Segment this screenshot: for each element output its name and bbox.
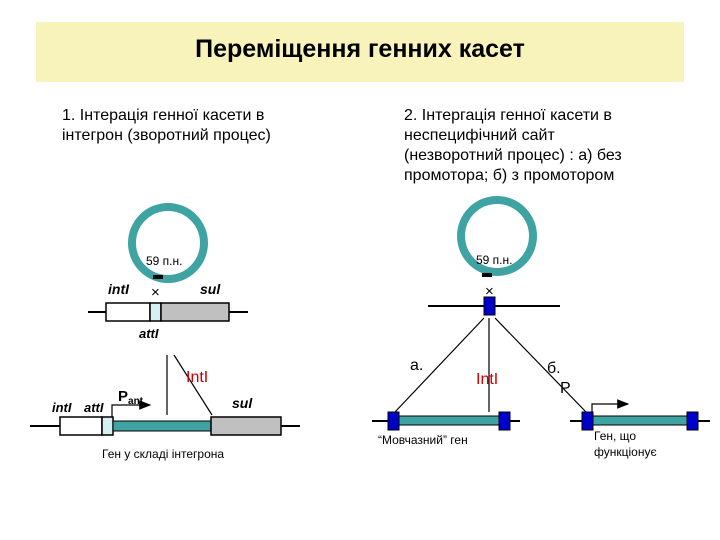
point-1-text: 1. Інтерація генної касети в інтегрон (з… (62, 107, 271, 144)
left-IntI-enzyme: IntI (186, 369, 208, 386)
left-bottom-intI-gene (59, 416, 103, 436)
right-insertion-line-a (394, 317, 485, 413)
left-caption: Ген у складі інтегрона (102, 447, 224, 461)
left-top-intI-gene (105, 302, 151, 322)
left-bottom-attI-label: attI (84, 400, 104, 415)
left-insertion-line-2 (173, 354, 213, 416)
left-cross-mark: × (151, 284, 160, 301)
left-attI-label: attI (139, 326, 159, 341)
left-inserted-cassette (112, 420, 212, 432)
left-intI-label: intI (108, 281, 130, 297)
right-b-label: б. (547, 360, 561, 377)
left-top-attI-site (149, 302, 162, 322)
right-IntI-enzyme: IntI (476, 371, 498, 388)
title-band (36, 22, 684, 82)
left-top-sul-gene (160, 302, 230, 322)
left-59bp-label: 59 п.н. (146, 254, 182, 268)
right-a-label: а. (410, 357, 423, 374)
right-a-blue-site-2 (498, 411, 511, 431)
pant-promoter-arrow (111, 400, 152, 420)
left-circle-site-mark (153, 275, 163, 279)
left-bottom-attI-site (101, 416, 114, 436)
pant-promoter-label: Pant (118, 388, 144, 407)
right-59bp-label: 59 п.н. (476, 253, 512, 267)
right-a-cassette (398, 415, 500, 426)
left-sul-label: sul (200, 281, 221, 297)
right-cassette-circle (457, 196, 537, 276)
gene-cassette-circle (128, 203, 208, 283)
left-bottom-intI-label: intI (52, 400, 72, 415)
right-b-cassette (592, 415, 688, 426)
right-top-blue-site (483, 296, 496, 316)
page-title: Переміщення генних касет (195, 35, 525, 63)
right-a-blue-site (387, 411, 400, 431)
right-insertion-line-b (494, 317, 587, 413)
right-b-blue-site-2 (686, 411, 699, 431)
point-2-text: 2. Інтергація генної касети в неспецифіч… (404, 107, 622, 184)
right-caption-a: “Мовчазний” ген (378, 433, 468, 447)
left-bottom-sul-gene (210, 416, 282, 436)
left-bottom-sul-label: sul (232, 395, 253, 411)
right-circle-site-mark (482, 273, 492, 277)
right-P-label: P (560, 380, 571, 397)
right-cross-mark: × (485, 283, 494, 300)
right-b-blue-site (581, 411, 594, 431)
